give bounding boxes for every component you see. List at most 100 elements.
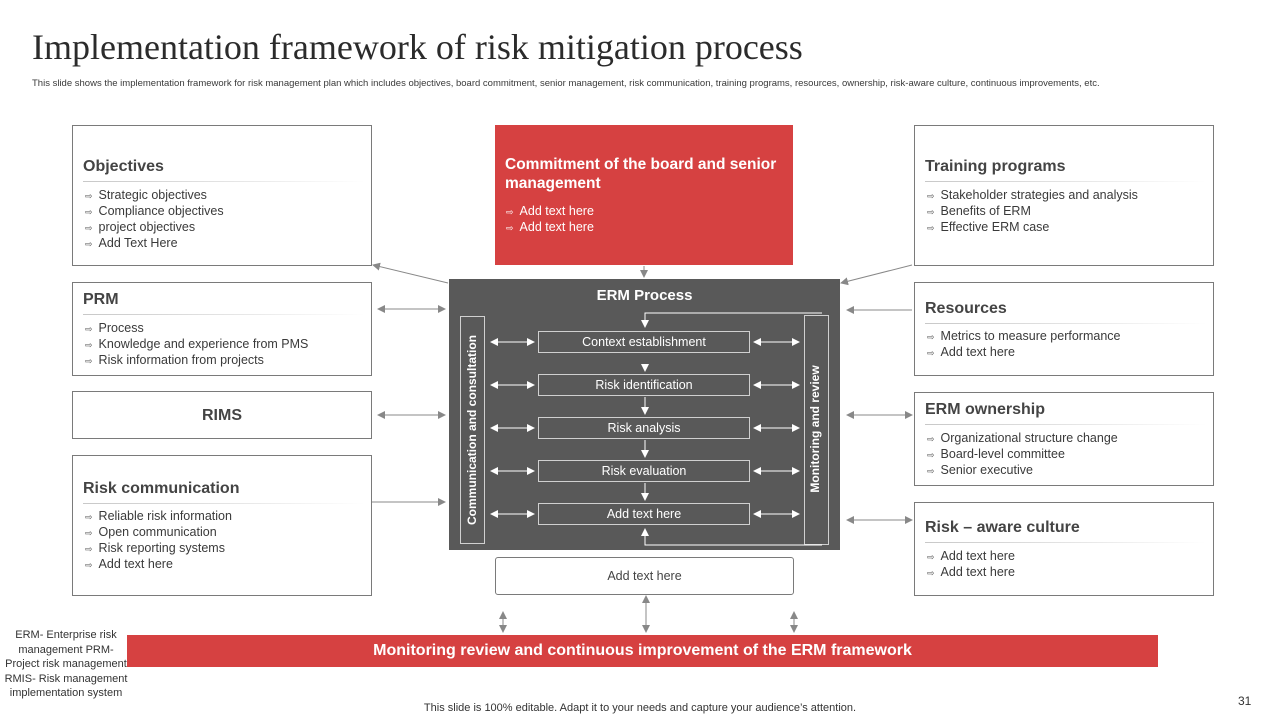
culture-rule [925,542,1207,543]
arrow-bullet-icon: ⇨ [506,207,514,217]
list-item: ⇨Risk reporting systems [85,541,225,555]
arrow-bullet-icon: ⇨ [927,450,935,460]
communication-bar [460,316,485,544]
risk-communication-box: Risk communication ⇨Reliable risk inform… [72,455,372,596]
arrow-bullet-icon: ⇨ [85,223,93,233]
ownership-rule [925,424,1207,425]
culture-title: Risk – aware culture [925,519,1080,536]
arrow-bullet-icon: ⇨ [927,191,935,201]
erm-process-panel: ERM Process Communication and consultati… [449,279,840,550]
prm-title: PRM [83,291,119,308]
list-item: ⇨Organizational structure change [927,431,1118,445]
objectives-list: ⇨Strategic objectives ⇨Compliance object… [85,187,224,251]
ownership-box: ERM ownership ⇨Organizational structure … [914,392,1214,486]
arrow-bullet-icon: ⇨ [927,552,935,562]
list-item: ⇨Metrics to measure performance [927,329,1121,343]
commitment-box: Commitment of the board and senior manag… [495,125,793,265]
commitment-list: ⇨Add text here ⇨Add text here [506,203,594,235]
list-item: ⇨Add text here [506,220,594,234]
resources-title: Resources [925,300,1007,317]
resources-rule [925,323,1207,324]
arrow-bullet-icon: ⇨ [85,340,93,350]
list-item: ⇨Effective ERM case [927,220,1050,234]
training-title: Training programs [925,158,1066,175]
list-item: ⇨Board-level committee [927,447,1065,461]
erm-process-title: ERM Process [596,287,693,304]
page-number: 31 [1238,694,1252,708]
arrow-bullet-icon: ⇨ [927,466,935,476]
list-item: ⇨Benefits of ERM [927,204,1031,218]
page-title: Implementation framework of risk mitigat… [32,27,803,67]
step-risk-identification: Risk identification [538,374,750,396]
list-item: ⇨Stakeholder strategies and analysis [927,188,1138,202]
rims-box: RIMS [72,391,372,439]
list-item: ⇨Add text here [927,565,1015,579]
arrow-bullet-icon: ⇨ [85,356,93,366]
abbreviation-footnote: ERM- Enterprise risk management PRM- Pro… [4,629,128,699]
list-item: ⇨Process [85,321,144,335]
flow-bottom-loop [641,528,822,546]
list-item: ⇨Risk information from projects [85,353,264,367]
list-item: ⇨Add text here [927,549,1015,563]
flow-top-loop [641,312,822,328]
risk-communication-rule [83,503,365,504]
objectives-title: Objectives [83,158,164,175]
step-add-text: Add text here [538,503,750,525]
list-item: ⇨Knowledge and experience from PMS [85,337,309,351]
arrow-bullet-icon: ⇨ [85,544,93,554]
step-risk-analysis: Risk analysis [538,417,750,439]
training-list: ⇨Stakeholder strategies and analysis ⇨Be… [927,187,1138,235]
list-item: ⇨Senior executive [927,463,1033,477]
objectives-rule [83,181,365,182]
arrow-bullet-icon: ⇨ [927,434,935,444]
list-item: ⇨Compliance objectives [85,204,224,218]
training-box: Training programs ⇨Stakeholder strategie… [914,125,1214,266]
list-item: ⇨project objectives [85,220,196,234]
training-rule [925,181,1207,182]
erm-flow-arrows [490,312,822,546]
arrow-bullet-icon: ⇨ [85,560,93,570]
list-item: ⇨Add text here [85,557,173,571]
arrow-bullet-icon: ⇨ [506,223,514,233]
resources-box: Resources ⇨Metrics to measure performanc… [914,282,1214,376]
arrow-training [840,264,913,286]
ownership-list: ⇨Organizational structure change ⇨Board-… [927,430,1118,478]
step-risk-evaluation: Risk evaluation [538,460,750,482]
continuous-improvement-bar: Monitoring review and continuous improve… [127,635,1158,667]
objectives-box: Objectives ⇨Strategic objectives ⇨Compli… [72,125,372,266]
risk-communication-list: ⇨Reliable risk information ⇨Open communi… [85,508,232,572]
list-item: ⇨Add Text Here [85,236,178,250]
arrow-bullet-icon: ⇨ [85,191,93,201]
arrow-bullet-icon: ⇨ [85,239,93,249]
prm-box: PRM ⇨Process ⇨Knowledge and experience f… [72,282,372,376]
list-item: ⇨Add text here [506,204,594,218]
editable-footer: This slide is 100% editable. Adapt it to… [423,702,857,714]
arrow-bullet-icon: ⇨ [927,223,935,233]
arrow-bullet-icon: ⇨ [927,348,935,358]
risk-communication-title: Risk communication [83,480,240,497]
commitment-title: Commitment of the board and senior manag… [505,156,777,192]
arrow-bullet-icon: ⇨ [927,332,935,342]
page-subtitle: This slide shows the implementation fram… [32,78,1100,89]
prm-list: ⇨Process ⇨Knowledge and experience from … [85,320,308,368]
resources-list: ⇨Metrics to measure performance ⇨Add tex… [927,328,1120,360]
prm-rule [83,314,365,315]
below-process-box: Add text here [495,557,794,595]
list-item: ⇨Add text here [927,345,1015,359]
ownership-title: ERM ownership [925,401,1046,418]
list-item: ⇨Strategic objectives [85,188,207,202]
rims-title: RIMS [202,407,242,424]
arrow-bullet-icon: ⇨ [85,207,93,217]
arrow-bullet-icon: ⇨ [85,528,93,538]
arrow-to-objectives [372,262,449,284]
culture-box: Risk – aware culture ⇨Add text here ⇨Add… [914,502,1214,596]
arrow-bullet-icon: ⇨ [85,512,93,522]
arrow-bullet-icon: ⇨ [927,568,935,578]
arrow-bullet-icon: ⇨ [927,207,935,217]
step-context-establishment: Context establishment [538,331,750,353]
list-item: ⇨Reliable risk information [85,509,232,523]
culture-list: ⇨Add text here ⇨Add text here [927,548,1015,580]
list-item: ⇨Open communication [85,525,217,539]
arrow-bullet-icon: ⇨ [85,324,93,334]
